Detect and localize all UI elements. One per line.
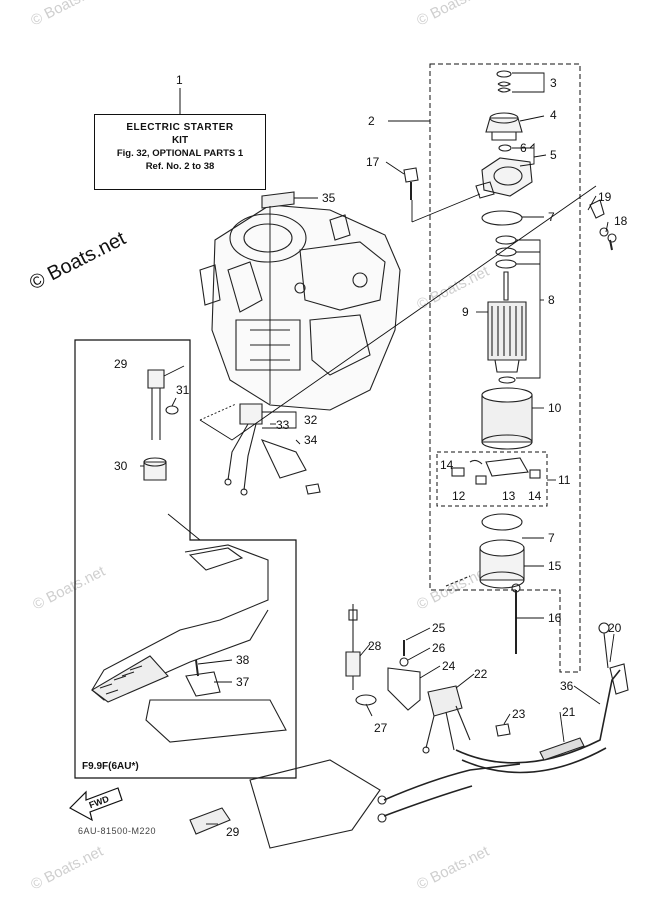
electrical-parts (189, 604, 629, 849)
watermark-top-right: © Boats.net (414, 0, 492, 30)
watermark-bottom-left: © Boats.net (28, 842, 106, 893)
starter-motor-parts (403, 70, 617, 654)
callout-29-inset: 29 (114, 357, 128, 371)
callout-25: 25 (432, 621, 446, 635)
callout-5: 5 (550, 148, 557, 162)
callout-37: 37 (236, 675, 250, 689)
callout-11: 11 (558, 473, 571, 487)
callout-14-left: 14 (440, 458, 454, 472)
watermark-bottom-right: © Boats.net (414, 842, 492, 893)
callout-3: 3 (550, 76, 557, 90)
callout-28: 28 (368, 639, 382, 653)
callout-24: 24 (442, 659, 456, 673)
starter-group-frame (429, 63, 581, 673)
callout-6: 6 (520, 141, 527, 155)
callout-7-lower: 7 (548, 531, 555, 545)
callout-32: 32 (304, 413, 318, 427)
kit-title: ELECTRIC STARTER (126, 122, 234, 133)
callout-labels: 1 2 3 4 5 6 7 7 8 9 10 11 12 13 14 14 15… (114, 73, 628, 839)
tiller-inset-frame (74, 339, 297, 779)
diagram-ref-code: 6AU-81500-M220 (78, 826, 157, 836)
callout-19: 19 (598, 190, 612, 204)
model-label: F9.9F(6AU*) (82, 761, 139, 772)
callout-12: 12 (452, 489, 466, 503)
callout-31: 31 (176, 383, 190, 397)
callout-21: 21 (562, 705, 576, 719)
callout-4: 4 (550, 108, 557, 122)
callout-38: 38 (236, 653, 250, 667)
fwd-arrow-icon (69, 787, 123, 822)
callout-18: 18 (614, 214, 628, 228)
callout-20: 20 (608, 621, 622, 635)
kit-ref-range: Ref. No. 2 to 38 (145, 161, 215, 172)
callout-14-right: 14 (528, 489, 542, 503)
callout-13: 13 (502, 489, 516, 503)
callout-22: 22 (474, 667, 488, 681)
electric-starter-kit-box: ELECTRIC STARTER KIT Fig. 32, OPTIONAL P… (94, 114, 266, 190)
callout-16: 16 (548, 611, 562, 625)
brush-group-frame (436, 451, 548, 507)
callout-2: 2 (368, 114, 375, 128)
engine-powerhead (199, 204, 401, 411)
harness-left (224, 191, 321, 496)
callout-17: 17 (366, 155, 380, 169)
leader-lines (140, 72, 615, 825)
watermark-mid-right: © Boats.net (414, 262, 492, 313)
callout-8: 8 (548, 293, 555, 307)
callout-15: 15 (548, 559, 562, 573)
kit-subtitle: KIT (171, 135, 189, 146)
callout-33: 33 (276, 418, 290, 432)
callout-9: 9 (462, 305, 469, 319)
callout-30: 30 (114, 459, 128, 473)
callout-1: 1 (176, 73, 183, 87)
callout-26: 26 (432, 641, 446, 655)
callout-34: 34 (304, 433, 318, 447)
callout-10: 10 (548, 401, 562, 415)
callout-35: 35 (322, 191, 336, 205)
callout-29-lower: 29 (226, 825, 240, 839)
callout-27: 27 (374, 721, 388, 735)
callout-36: 36 (560, 679, 574, 693)
watermark-top-left: © Boats.net (28, 0, 106, 30)
tiller-parts (91, 369, 287, 743)
callout-23: 23 (512, 707, 526, 721)
watermark-mid-left: © Boats.net (30, 562, 108, 613)
kit-fig-ref: Fig. 32, OPTIONAL PARTS 1 (116, 148, 244, 159)
callout-7-upper: 7 (548, 210, 555, 224)
